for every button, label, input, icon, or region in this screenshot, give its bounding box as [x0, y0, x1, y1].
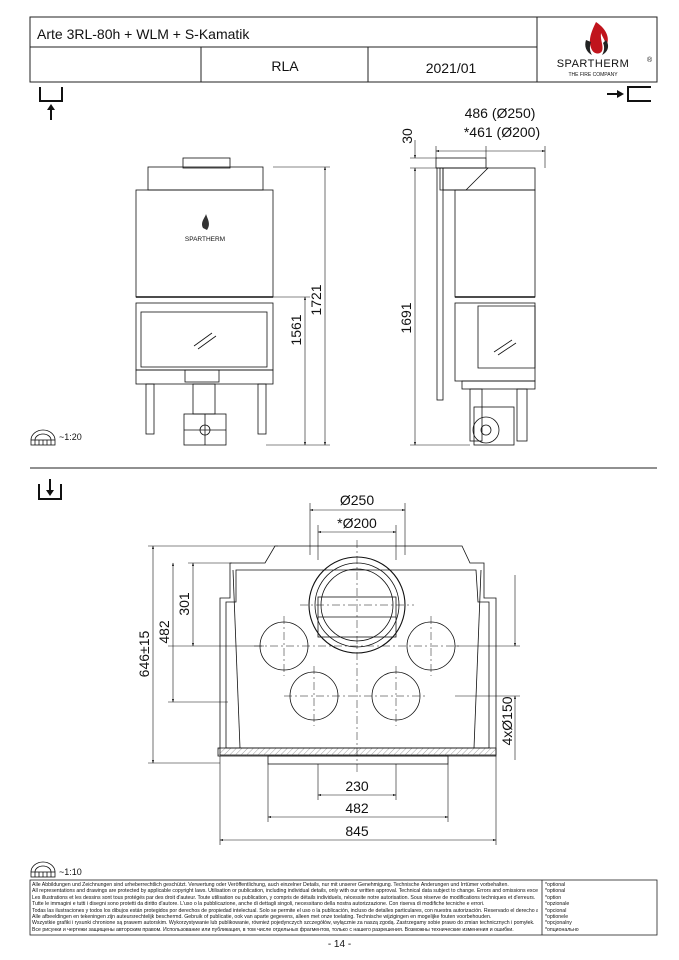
dim-845: 845	[345, 823, 369, 839]
dim-646: 646±15	[136, 630, 152, 677]
dim-482-vertical: 482	[156, 620, 172, 644]
scale-ruler-bottom-icon	[30, 861, 56, 878]
flame-logo-icon	[585, 22, 609, 55]
dim-d250: Ø250	[340, 492, 374, 508]
legal-notice: Alle Abbildungen und Zeichnungen sind ur…	[32, 882, 538, 933]
legal-line-es: Todas las ilustraciones y todos los dibu…	[32, 907, 538, 914]
variant-label: RLA	[271, 58, 299, 74]
brand-name: SPARTHERM	[557, 58, 630, 70]
dim-4x150: 4xØ150	[499, 696, 515, 745]
revision-date: 2021/01	[426, 60, 477, 76]
dim-flue-250: 486 (Ø250)	[465, 105, 536, 121]
front-dimension-lines	[266, 166, 330, 446]
legal-line-pl: Wszystkie grafiki i rysunki chronione są…	[32, 920, 535, 927]
optional-ru: *опционально	[545, 926, 579, 933]
dim-flue-200: *461 (Ø200)	[464, 124, 540, 140]
dim-482: 482	[345, 800, 369, 816]
front-flame-icon	[202, 214, 209, 230]
plan-dimension-lines	[148, 503, 520, 845]
dim-top-30: 30	[399, 128, 415, 144]
dim-230: 230	[345, 778, 369, 794]
legal-line-fr: Les illustrations et les dessins sont to…	[32, 894, 536, 901]
optional-notes: *optional *optional *option *opzionale *…	[545, 882, 655, 933]
front-logo-text: SPARTHERM	[185, 236, 225, 243]
side-dimension-lines	[410, 140, 546, 446]
front-view-icon	[39, 87, 63, 120]
dim-height-1721: 1721	[308, 284, 324, 315]
page-number: - 14 -	[327, 939, 352, 950]
optional-pl: *opcjonalny	[545, 920, 572, 927]
legal-line-en: All representations and drawings are pro…	[32, 888, 538, 895]
title-block	[29, 16, 658, 83]
optional-es: *opcional	[545, 907, 567, 914]
optional-nl: *optionele	[545, 914, 569, 921]
brand-tagline: THE FIRE COMPANY	[568, 72, 618, 78]
optional-de: *optional	[545, 882, 566, 888]
brand-registered-mark: ®	[647, 56, 653, 64]
legal-line-ru: Все рисунки и чертежи защищены авторским…	[32, 926, 514, 933]
dim-301: 301	[176, 592, 192, 616]
legal-line-de: Alle Abbildungen und Zeichnungen sind ur…	[32, 882, 509, 888]
optional-it: *opzionale	[545, 901, 570, 908]
side-view-icon	[607, 86, 651, 102]
product-title: Arte 3RL-80h + WLM + S-Kamatik	[37, 26, 250, 42]
top-view-icon	[38, 479, 62, 500]
dim-height-1561: 1561	[288, 314, 304, 345]
side-view	[435, 157, 536, 446]
legal-line-it: Tutte le immagini e tutti i disegni sono…	[32, 901, 485, 908]
dim-d200: *Ø200	[337, 515, 377, 531]
scale-ruler-icon	[30, 429, 56, 446]
footer-box	[29, 879, 658, 936]
optional-fr: *option	[545, 894, 562, 901]
plan-centerlines	[254, 540, 461, 775]
scale-bottom: ~1:10	[59, 867, 82, 877]
front-view	[135, 157, 274, 446]
dim-height-1691: 1691	[398, 302, 414, 333]
scale-top: ~1:20	[59, 432, 82, 442]
legal-line-nl: Alle afbeeldingen en tekeningen zijn aut…	[32, 914, 492, 921]
optional-en: *optional	[545, 888, 566, 895]
